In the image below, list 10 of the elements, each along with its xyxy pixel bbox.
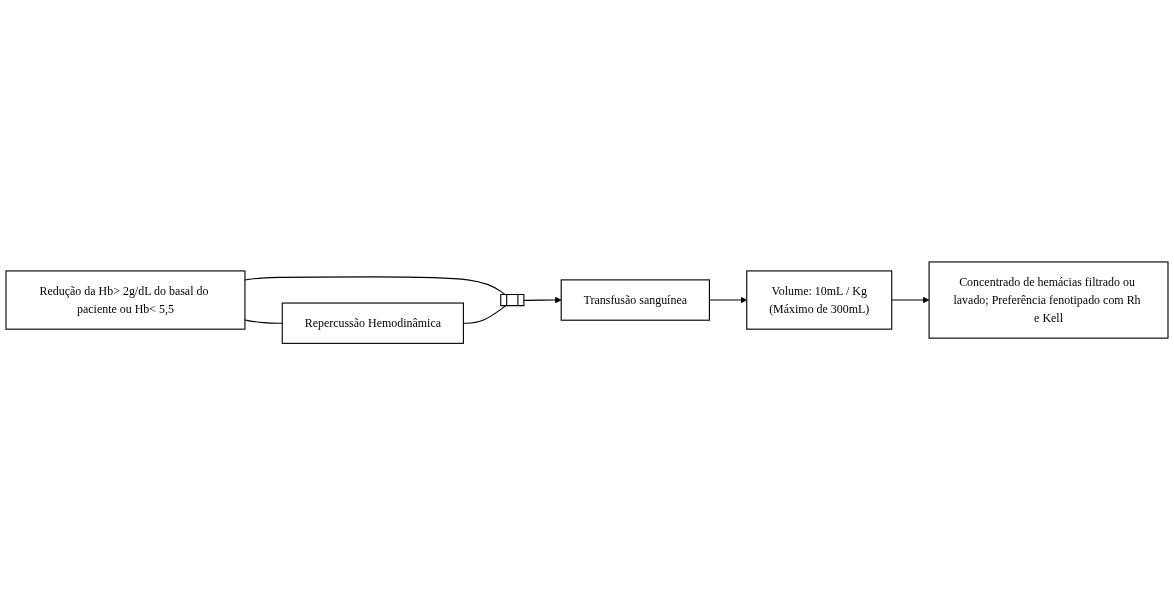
connector [244, 319, 283, 325]
node-box: Transfusão sanguínea [560, 279, 710, 322]
node-box: Concentrado de hemácias filtrado ou lavado; Preferência fenotipado com Rh e Kell [928, 261, 1169, 339]
arrow [891, 297, 930, 304]
node-box: Redução da Hb> 2g/dL do basal do paciente ou Hb< 5,5 [5, 270, 246, 331]
node-box: Volume: 10mL / Kg (Máximo de 300mL) [746, 270, 893, 331]
node-box: Repercussão Hemodinâmica [281, 302, 464, 345]
arrow [523, 297, 562, 304]
connector [244, 276, 506, 296]
node-bar [500, 294, 525, 307]
